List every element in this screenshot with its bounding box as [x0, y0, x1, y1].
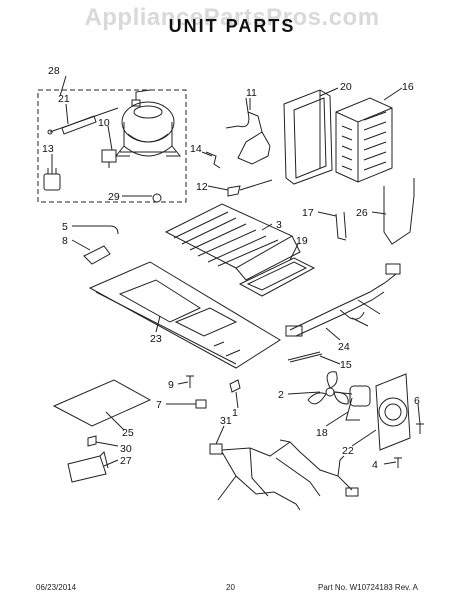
harness-31-drawing: [209, 439, 359, 511]
screw-9-drawing: [186, 375, 194, 388]
tube-26-drawing: [383, 178, 415, 245]
footer-date: 06/23/2014: [36, 583, 77, 592]
callout-label: 2: [278, 389, 284, 401]
tube-11-drawing: [225, 97, 271, 165]
drier-drawing: [47, 107, 119, 135]
harness-24-drawing: [285, 263, 401, 337]
shroud-drawing: [283, 89, 333, 185]
footer-part-no: Part No. W10724183 Rev. A: [318, 583, 418, 592]
callout-label: 8: [62, 235, 68, 247]
screw-1-drawing: [229, 379, 241, 393]
callout-label: 5: [62, 221, 68, 233]
callout-label: 16: [402, 81, 414, 93]
callout-label: 9: [168, 379, 174, 391]
callout-label: 27: [120, 455, 132, 467]
compressor-group-box: [37, 89, 187, 203]
screw-6-drawing: [416, 423, 424, 434]
base-plate-drawing: [88, 261, 281, 369]
callout-label: 7: [156, 399, 162, 411]
condenser-drawing: [335, 97, 393, 183]
callout-label: 11: [246, 87, 257, 99]
callout-label: 10: [98, 117, 110, 129]
fan-bracket-drawing: [375, 373, 411, 451]
callout-label: 14: [190, 143, 202, 155]
callout-label: 23: [150, 333, 162, 345]
callout-label: 26: [356, 207, 368, 219]
callout-label: 24: [338, 341, 350, 353]
callout-label: 31: [220, 415, 232, 427]
callout-label: 12: [196, 181, 208, 193]
callout-label: 3: [276, 219, 282, 231]
callout-label: 22: [342, 445, 354, 457]
compressor-drawing: [101, 89, 182, 168]
fan-blade-drawing: [307, 371, 353, 405]
screw-4-drawing: [394, 457, 402, 468]
screw-15-drawing: [287, 351, 323, 363]
callout-label: 6: [414, 395, 420, 407]
diagram-title: UNIT PARTS: [168, 16, 296, 36]
callout-label: 20: [340, 81, 352, 93]
callout-numbers: 28 21 10 13 29 11 14 12 20 16 5 8 3 19 1…: [42, 65, 420, 471]
screw-7-drawing: [195, 399, 207, 409]
grommet-drawing: [152, 193, 162, 203]
watermark: AppliancePartsPros.com: [84, 4, 380, 31]
tube-17-drawing: [335, 211, 347, 241]
callout-label: 29: [108, 191, 120, 203]
insulation-drawing: [52, 379, 152, 427]
clip-14-drawing: [205, 151, 221, 169]
sensor-12-drawing: [227, 179, 273, 197]
evaporator-drawing: [164, 203, 301, 281]
footer-page: 20: [226, 583, 235, 592]
fan-motor-drawing: [345, 385, 371, 421]
callout-label: 19: [296, 235, 308, 247]
callout-label: 21: [58, 93, 70, 105]
callout-label: 4: [372, 459, 378, 471]
callout-label: 30: [120, 443, 132, 455]
callout-label: 15: [340, 359, 352, 371]
sleeve-8-drawing: [83, 245, 111, 265]
pad-30-drawing: [87, 435, 97, 447]
wire-5-drawing: [84, 225, 119, 235]
callout-label: 18: [316, 427, 328, 439]
callout-label: 25: [122, 427, 134, 439]
callout-label: 13: [42, 143, 54, 155]
callout-label: 28: [48, 65, 60, 77]
leader-lines: [51, 75, 421, 467]
cover-27-drawing: [67, 451, 109, 483]
callout-label: 17: [302, 207, 314, 219]
drain-pan-drawing: [238, 257, 316, 297]
callout-label: 1: [232, 407, 238, 419]
